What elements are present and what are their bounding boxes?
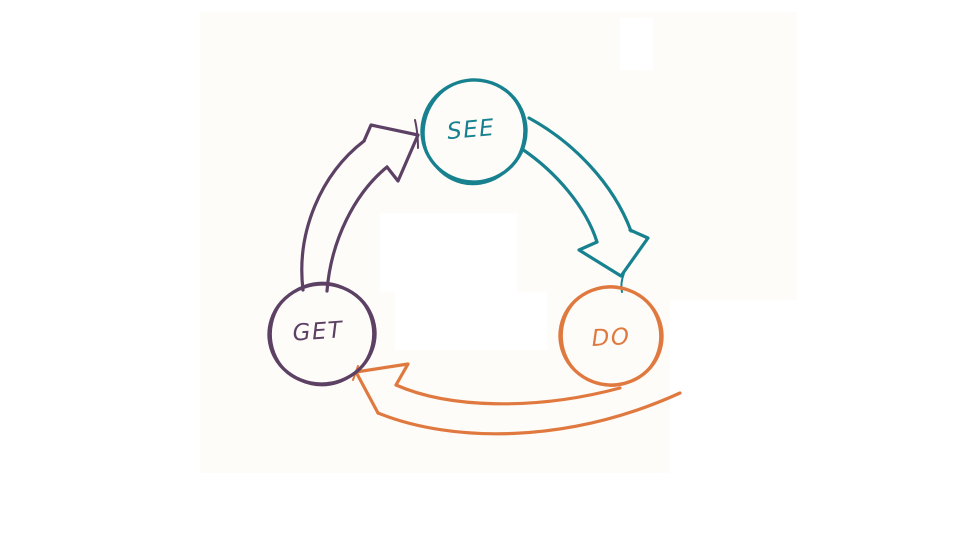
node-get-circle [267,281,377,387]
arrow-do-to-get-lower-edge [376,391,682,436]
arrow-get-to-see-right-edge [325,165,389,293]
node-do-circle-outline [558,285,664,387]
node-see-circle-sketch-line [422,78,526,186]
node-get-circle-outline [267,282,377,386]
node-see-label: SEE [446,115,496,145]
node-see-circle [420,78,528,186]
node-do-label: DO [591,324,631,352]
arrow-see-to-do-outer-edge [527,116,633,233]
node-get-circle-sketch-line [270,281,374,387]
arrow-get-to-see-tip-tick [414,119,419,149]
arrow-see-to-do-tip-tick [620,272,625,293]
arrow-do-to-get [352,362,682,436]
node-do-circle-sketch-line [561,285,661,387]
arrow-see-to-do [520,116,650,293]
white-patch-center-upper [380,213,517,292]
arrow-see-to-do-inner-edge [520,147,599,244]
paper-texture [200,12,797,473]
arrow-get-to-see-left-edge [300,139,366,292]
node-do-circle [558,285,664,387]
white-patch-center-lower [395,292,547,350]
arrow-do-to-get-upper-edge [394,383,622,406]
arrow-get-to-see [300,119,420,293]
white-patch-top-right [620,18,653,70]
arrow-see-to-do-arrowhead-icon [577,228,650,278]
arrow-do-to-get-arrowhead-icon [354,362,410,415]
node-get-label: GET [292,317,345,347]
